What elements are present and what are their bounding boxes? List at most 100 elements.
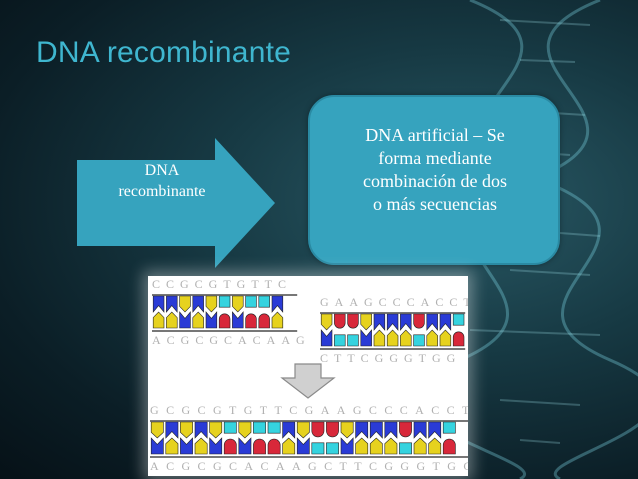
recombinant-bottom-backbone [150, 456, 468, 458]
definition-line-3: combinación de dos [363, 171, 507, 191]
recombinant-top-backbone [150, 420, 468, 422]
fragment-a-base-top [218, 295, 231, 308]
recombinant-base-bottom [180, 437, 193, 455]
dna-strands-illustration: CCGCGTGTTCACGCGCACAAGGAAGCCCACCTCTTCGGGT… [150, 277, 468, 473]
fragment-a-base-top [192, 295, 204, 313]
recombinant-base-bottom [296, 437, 310, 455]
fragment-b-top-backbone [320, 312, 466, 314]
fragment-b-base-bottom [386, 329, 399, 347]
recombinant-base-top [399, 421, 412, 438]
fragment-a-base-bottom [271, 311, 284, 329]
fragment-b-base-bottom [413, 334, 425, 347]
arrow-label: DNA recombinante [87, 160, 237, 202]
recombinant-base-top [355, 421, 369, 439]
fragment-a-base-top [258, 295, 270, 308]
recombinant-base-bottom [311, 442, 325, 455]
recombinant-base-top [384, 421, 398, 439]
arrow-label-line-1: DNA [144, 162, 180, 179]
definition-callout [308, 95, 560, 265]
recombinant-base-top [326, 421, 339, 438]
slide-title: DNA recombinante [36, 36, 291, 69]
fragment-b-top-sequence: GAAGCCCACCT [320, 295, 468, 309]
right-arrow-shape [77, 138, 275, 268]
arrow-label-line-2: recombinante [118, 183, 206, 200]
recombinant-base-top [442, 421, 456, 434]
fragment-a-base-bottom [192, 311, 204, 329]
recombinant-base-bottom [238, 437, 252, 455]
recombinant-base-top [223, 421, 237, 434]
recombinant-base-top [413, 421, 427, 439]
recombinant-base-top [209, 421, 223, 439]
fragment-b-base-top [320, 313, 333, 331]
recombinant-base-bottom [150, 437, 164, 455]
fragment-a-base-bottom [258, 313, 270, 329]
fragment-b-base-top [439, 313, 452, 331]
fragment-a-base-top [205, 295, 218, 313]
recombinant-base-bottom [253, 438, 266, 455]
fragment-a-base-bottom [152, 311, 165, 329]
recombinant-base-bottom [428, 437, 442, 455]
recombinant-base-top [428, 421, 442, 439]
fragment-b-bottom-backbone [320, 348, 466, 350]
fragment-a-base-top [166, 295, 178, 313]
recombinant-base-bottom [194, 437, 208, 455]
fragment-b-base-top [426, 313, 438, 331]
fragment-b-base-bottom [360, 329, 372, 347]
recombinant-bottom-sequence: ACGCGCACAAGCTTCGGGTGGA [150, 459, 468, 473]
recombinant-base-bottom [399, 442, 412, 455]
fragment-b-base-top [334, 313, 346, 329]
recombinant-base-top [340, 421, 354, 439]
fragment-b-bottom-sequence: CTTCGGGTGG [320, 351, 461, 365]
fragment-b-base-bottom [400, 329, 412, 347]
recombinant-base-bottom [413, 437, 427, 455]
recombinant-base-top [150, 421, 164, 439]
recombinant-base-top [311, 421, 325, 438]
recombinant-top-sequence: GCGCGTGTTCGAAGCCCACCT [150, 403, 468, 417]
fragment-a-base-bottom [245, 313, 257, 329]
fragment-b-base-top [347, 313, 359, 329]
fragment-a-bottom-backbone [152, 330, 298, 332]
fragment-a-base-bottom [218, 313, 231, 329]
fragment-a-top-backbone [152, 294, 298, 296]
fragment-a-base-bottom [179, 311, 191, 329]
recombinant-base-bottom [282, 437, 296, 455]
down-arrow-icon [280, 363, 336, 399]
fragment-a-base-bottom [232, 311, 244, 329]
fragment-a-base-top [245, 295, 257, 308]
recombinant-base-bottom [340, 437, 354, 455]
fragment-b-base-bottom [426, 329, 438, 347]
fragment-a-base-bottom [166, 311, 178, 329]
definition-text: DNA artificial – Se forma mediante combi… [320, 124, 550, 216]
fragment-a-base-top [179, 295, 191, 313]
fragment-b-base-bottom [320, 329, 333, 347]
fragment-b-base-bottom [334, 334, 346, 347]
fragment-b-base-top [452, 313, 465, 326]
recombinant-base-bottom [369, 437, 383, 455]
fragment-b-base-bottom [347, 334, 359, 347]
recombinant-base-top [180, 421, 193, 439]
fragment-b-base-top [373, 313, 386, 331]
recombinant-base-top [369, 421, 383, 439]
recombinant-base-bottom [267, 438, 281, 455]
fragment-b-base-bottom [373, 329, 386, 347]
fragment-b-base-top [360, 313, 372, 331]
recombinant-base-bottom [384, 437, 398, 455]
definition-line-4: o más secuencias [373, 194, 497, 214]
recombinant-base-top [165, 421, 179, 439]
recombinant-base-top [253, 421, 266, 434]
fragment-a-base-top [152, 295, 165, 313]
definition-line-2: forma mediante [378, 148, 492, 168]
recombinant-base-top [267, 421, 281, 434]
recombinant-base-bottom [442, 438, 456, 455]
fragment-a-bottom-sequence: ACGCGCACAAG [152, 333, 311, 347]
recombinant-base-bottom [209, 437, 223, 455]
fragment-b-base-top [413, 313, 425, 329]
fragment-a-base-bottom [205, 311, 218, 329]
recombinant-base-top [238, 421, 252, 439]
recombinant-base-bottom [326, 442, 339, 455]
fragment-b-base-bottom [452, 331, 465, 347]
recombinant-base-bottom [165, 437, 179, 455]
recombinant-base-top [194, 421, 208, 439]
